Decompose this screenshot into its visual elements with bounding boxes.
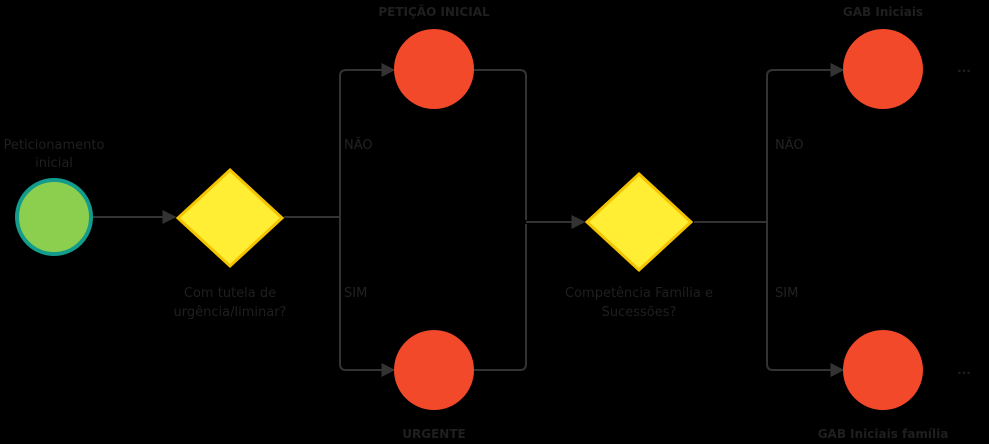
- start-event[interactable]: [15, 178, 93, 256]
- connector-to-urgente: [339, 217, 396, 377]
- gateway-familia-label-line1: Competência Família e: [565, 286, 713, 301]
- task-gab-iniciais-familia[interactable]: [843, 330, 923, 410]
- task-gab-iniciais[interactable]: [843, 29, 923, 109]
- edge-label-sim-2: SIM: [775, 286, 798, 301]
- task-peticao-inicial[interactable]: [394, 29, 474, 109]
- gateway-urgency-label-line1: Com tutela de: [184, 286, 276, 301]
- task-urgente[interactable]: [394, 330, 474, 410]
- connector-to-gab-iniciais: [766, 63, 845, 222]
- edge-label-nao-1: NÃO: [344, 137, 373, 153]
- start-event-label-line1: Peticionamento: [4, 138, 105, 153]
- task-urgente-label: URGENTE: [402, 427, 465, 441]
- gateway-familia-label-line2: Sucessões?: [602, 305, 677, 320]
- continuation-ellipsis-bottom: ...: [957, 363, 971, 377]
- gateway-urgency[interactable]: [175, 167, 285, 269]
- task-peticao-inicial-label: PETIÇÃO INICIAL: [378, 4, 490, 19]
- task-gab-iniciais-familia-label: GAB Iniciais família: [818, 427, 949, 441]
- edge-label-sim-1: SIM: [344, 286, 367, 301]
- connector-to-peticao-inicial: [339, 63, 396, 217]
- start-event-label-line2: inicial: [35, 156, 73, 171]
- connector-urgente-to-merge: [474, 224, 527, 371]
- connector-to-gab-iniciais-familia: [766, 222, 845, 377]
- continuation-ellipsis-top: ...: [957, 61, 971, 75]
- task-gab-iniciais-label: GAB Iniciais: [843, 5, 923, 19]
- connector-peticao-to-merge: [474, 69, 527, 220]
- gateway-familia-sucessoes[interactable]: [584, 171, 694, 273]
- gateway-urgency-label-line2: urgência/liminar?: [174, 305, 287, 320]
- connectors: [92, 63, 845, 377]
- edge-label-nao-2: NÃO: [775, 137, 804, 153]
